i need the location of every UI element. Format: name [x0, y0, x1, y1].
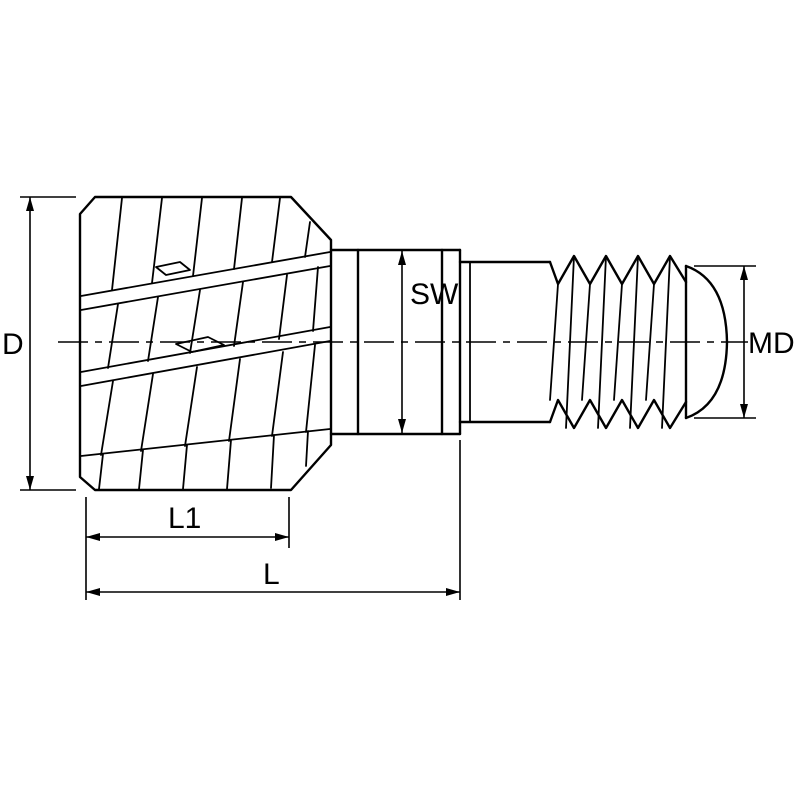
dimension-md: MD — [694, 265, 795, 419]
label-diameter: D — [2, 328, 24, 361]
dimension-l1: L1 — [85, 497, 290, 600]
thread — [548, 254, 688, 430]
label-width-across-flats: SW — [410, 278, 459, 311]
neck — [458, 260, 552, 424]
dimension-sw: SW — [398, 251, 459, 433]
label-overall-length: L — [263, 558, 280, 591]
shank-collar — [329, 248, 462, 436]
dimension-l: L — [86, 440, 461, 600]
cutter-head — [78, 195, 333, 492]
dimension-d: D — [2, 196, 76, 491]
label-thread-diameter: MD — [748, 327, 795, 360]
tip-dome — [684, 264, 729, 420]
label-cutting-length: L1 — [168, 502, 201, 535]
